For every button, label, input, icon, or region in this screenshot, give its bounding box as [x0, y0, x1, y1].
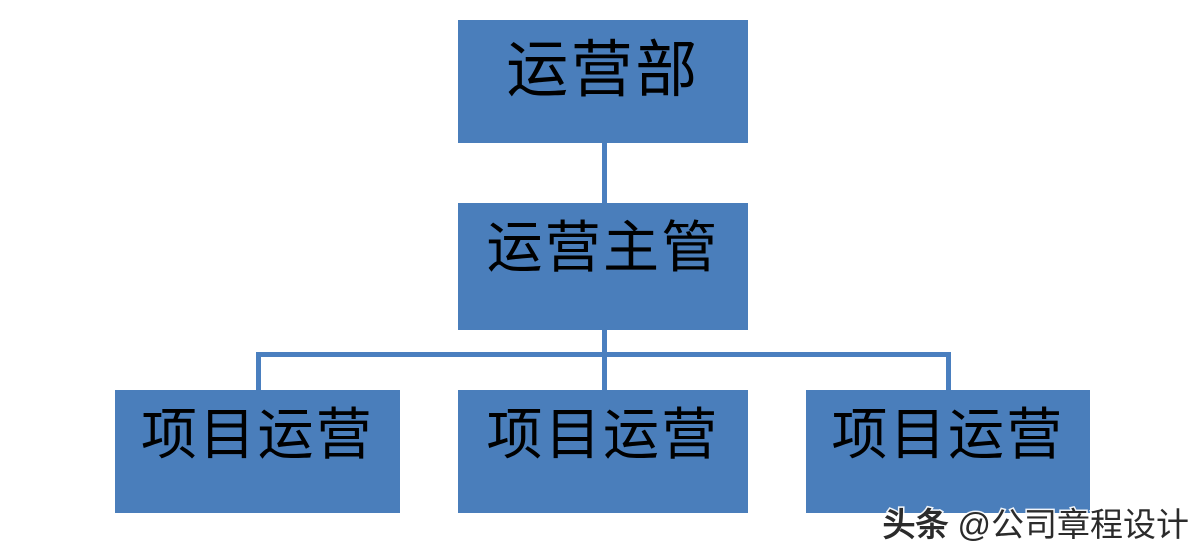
watermark-brand-label: 头条: [881, 504, 950, 544]
connector-bus-to-leaf-2: [946, 352, 951, 390]
connector-bus-to-leaf-0: [256, 352, 261, 390]
org-node-project-operations-1[interactable]: 项目运营: [115, 390, 400, 513]
watermark-handle-label: @公司章程设计: [956, 504, 1190, 544]
org-node-project-operations-2[interactable]: 项目运营: [458, 390, 748, 513]
connector-top-to-supervisor: [602, 143, 607, 203]
org-node-operations-department[interactable]: 运营部: [458, 20, 748, 143]
watermark: 头条 @公司章程设计: [881, 504, 1190, 544]
connector-bus-to-leaf-1: [602, 352, 607, 390]
org-node-project-operations-3[interactable]: 项目运营: [806, 390, 1090, 513]
connector-supervisor-to-bus: [602, 330, 607, 357]
org-node-operations-supervisor[interactable]: 运营主管: [458, 203, 748, 330]
